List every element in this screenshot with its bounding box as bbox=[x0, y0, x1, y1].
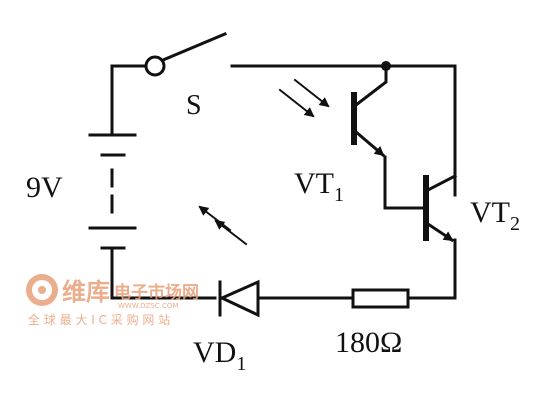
watermark-subtitle: 全 球 最 大 I C 采 购 网 站 bbox=[28, 312, 170, 327]
vt1-label-sub: 1 bbox=[334, 184, 344, 206]
vd1-label: VD1 bbox=[193, 336, 246, 375]
junction-dot bbox=[381, 61, 391, 71]
resistor-label: 180Ω bbox=[335, 326, 402, 359]
vt2-label: VT2 bbox=[470, 196, 520, 235]
switch-label: S bbox=[186, 90, 202, 121]
watermark: 维库 电子市场网 WWW.DZSC.COM 全 球 最 大 I C 采 购 网 … bbox=[26, 274, 199, 327]
light-arrow-vt1-2 bbox=[293, 78, 330, 108]
watermark-brand: 维库 bbox=[62, 278, 110, 306]
diode-triangle bbox=[218, 279, 260, 318]
watermark-logo-icon bbox=[26, 274, 58, 306]
battery-label: 9V bbox=[26, 171, 63, 204]
switch-lever bbox=[161, 32, 227, 62]
watermark-domain: WWW.DZSC.COM bbox=[118, 302, 178, 310]
light-arrow-vd1-2 bbox=[214, 219, 248, 246]
resistor-body bbox=[351, 288, 410, 309]
switch-pivot bbox=[144, 55, 166, 77]
vt1-label-main: VT bbox=[294, 167, 334, 200]
light-arrow-vt1-1 bbox=[278, 88, 315, 118]
light-arrow-vd1-1 bbox=[198, 205, 232, 232]
vt2-label-sub: 2 bbox=[510, 213, 520, 235]
vd1-label-sub: 1 bbox=[236, 353, 246, 375]
vt2-collector bbox=[425, 173, 458, 193]
watermark-tagline: 电子市场网 bbox=[114, 282, 199, 303]
wire-top-left bbox=[110, 64, 148, 137]
vt1-label: VT1 bbox=[294, 167, 344, 206]
vt1-emitter bbox=[353, 129, 386, 158]
wire-bottom-left bbox=[110, 246, 217, 300]
vd1-label-main: VD bbox=[193, 336, 236, 369]
wire-top-right bbox=[230, 64, 457, 197]
vt2-label-main: VT bbox=[470, 196, 510, 229]
wire-resistor-vt2 bbox=[406, 238, 457, 300]
vt2-emitter bbox=[425, 221, 455, 243]
vt1-collector bbox=[353, 64, 388, 108]
wire-vt1-vt2 bbox=[383, 155, 427, 210]
